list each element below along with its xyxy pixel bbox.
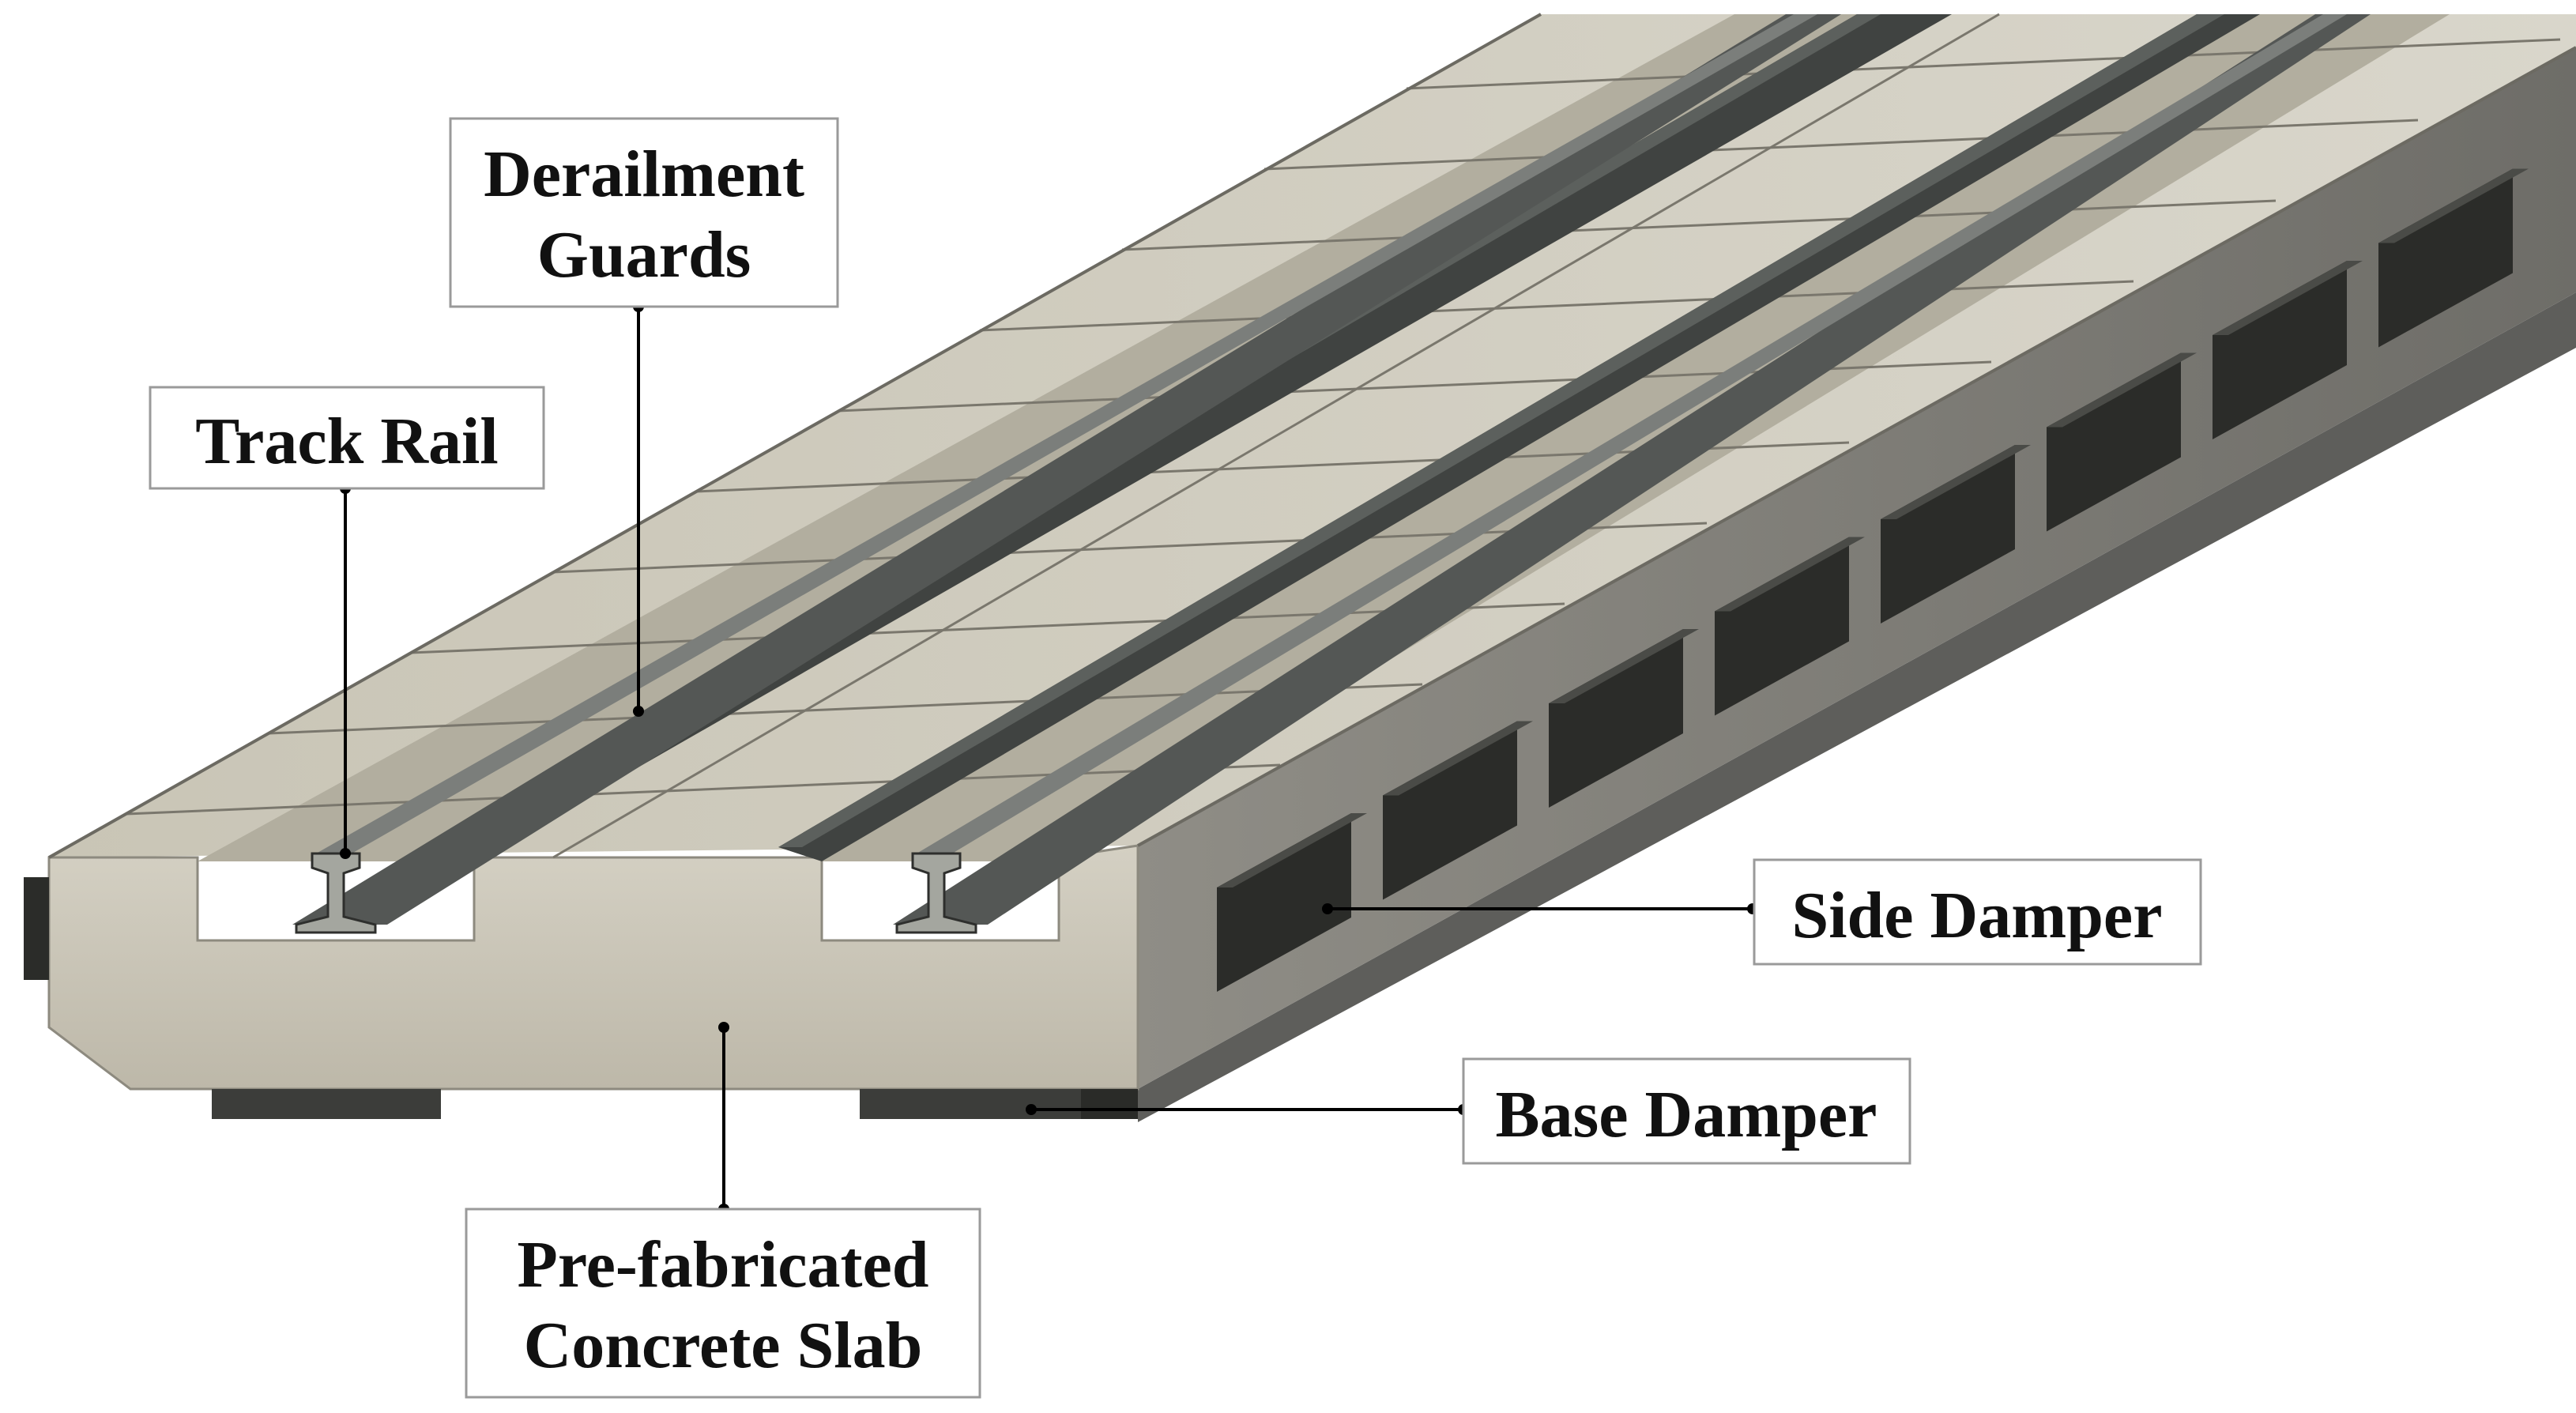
side-damper: [1217, 813, 1351, 992]
derailment-guard-right-top: [778, 14, 2224, 847]
base-damper-edge: [1081, 1089, 1138, 1119]
side-damper: [1549, 629, 1683, 808]
side-damper-left-stub: [24, 877, 49, 980]
base-dampers: [212, 1089, 1138, 1119]
label-base-damper-text: Base Damper: [1496, 1078, 1877, 1151]
side-damper: [2378, 168, 2513, 348]
side-damper: [2047, 352, 2181, 532]
label-derailment-guards: Derailment Guards: [449, 117, 839, 308]
side-damper-top: [2047, 352, 2197, 428]
side-damper: [1881, 445, 2015, 624]
track-rail-left: [292, 14, 1841, 925]
label-side-damper: Side Damper: [1753, 858, 2202, 966]
side-damper-top: [1383, 721, 1533, 796]
leader-lines: [340, 301, 1758, 1215]
label-concrete-slab-line2: Concrete Slab: [524, 1309, 923, 1382]
side-damper: [1383, 721, 1517, 900]
base-damper: [212, 1089, 441, 1119]
track-rail-left-head: [316, 14, 1817, 853]
label-track-rail-text: Track Rail: [195, 405, 498, 478]
track-rails: [292, 14, 2371, 934]
label-concrete-slab: Pre-fabricated Concrete Slab: [465, 1208, 981, 1399]
side-dampers: [1217, 168, 2529, 992]
side-damper-top: [1549, 629, 1699, 703]
slab-underside: [1138, 292, 2576, 1122]
side-damper-top: [2213, 261, 2363, 335]
slab-right-edge: [1137, 46, 2576, 847]
label-side-damper-text: Side Damper: [1792, 879, 2163, 952]
side-damper-top: [1217, 813, 1367, 887]
side-damper-top: [1881, 445, 2031, 519]
label-derailment-guards-line2: Guards: [537, 218, 751, 292]
label-base-damper: Base Damper: [1462, 1057, 1911, 1165]
side-damper-top: [1715, 537, 1865, 612]
base-damper: [860, 1089, 1081, 1119]
rail-profile-left: [295, 852, 377, 934]
rail-profile-right: [895, 852, 977, 934]
track-rail-right: [893, 14, 2371, 925]
slab-left-edge: [48, 13, 1542, 859]
label-track-rail: Track Rail: [149, 386, 545, 490]
label-concrete-slab-line1: Pre-fabricated: [518, 1228, 929, 1302]
label-derailment-guards-line1: Derailment: [484, 138, 804, 211]
side-damper: [1715, 537, 1849, 716]
side-damper-top: [2378, 168, 2529, 243]
side-damper: [2213, 261, 2347, 439]
track-rail-right-head: [917, 14, 2347, 853]
derailment-guard-right: [778, 14, 2260, 861]
